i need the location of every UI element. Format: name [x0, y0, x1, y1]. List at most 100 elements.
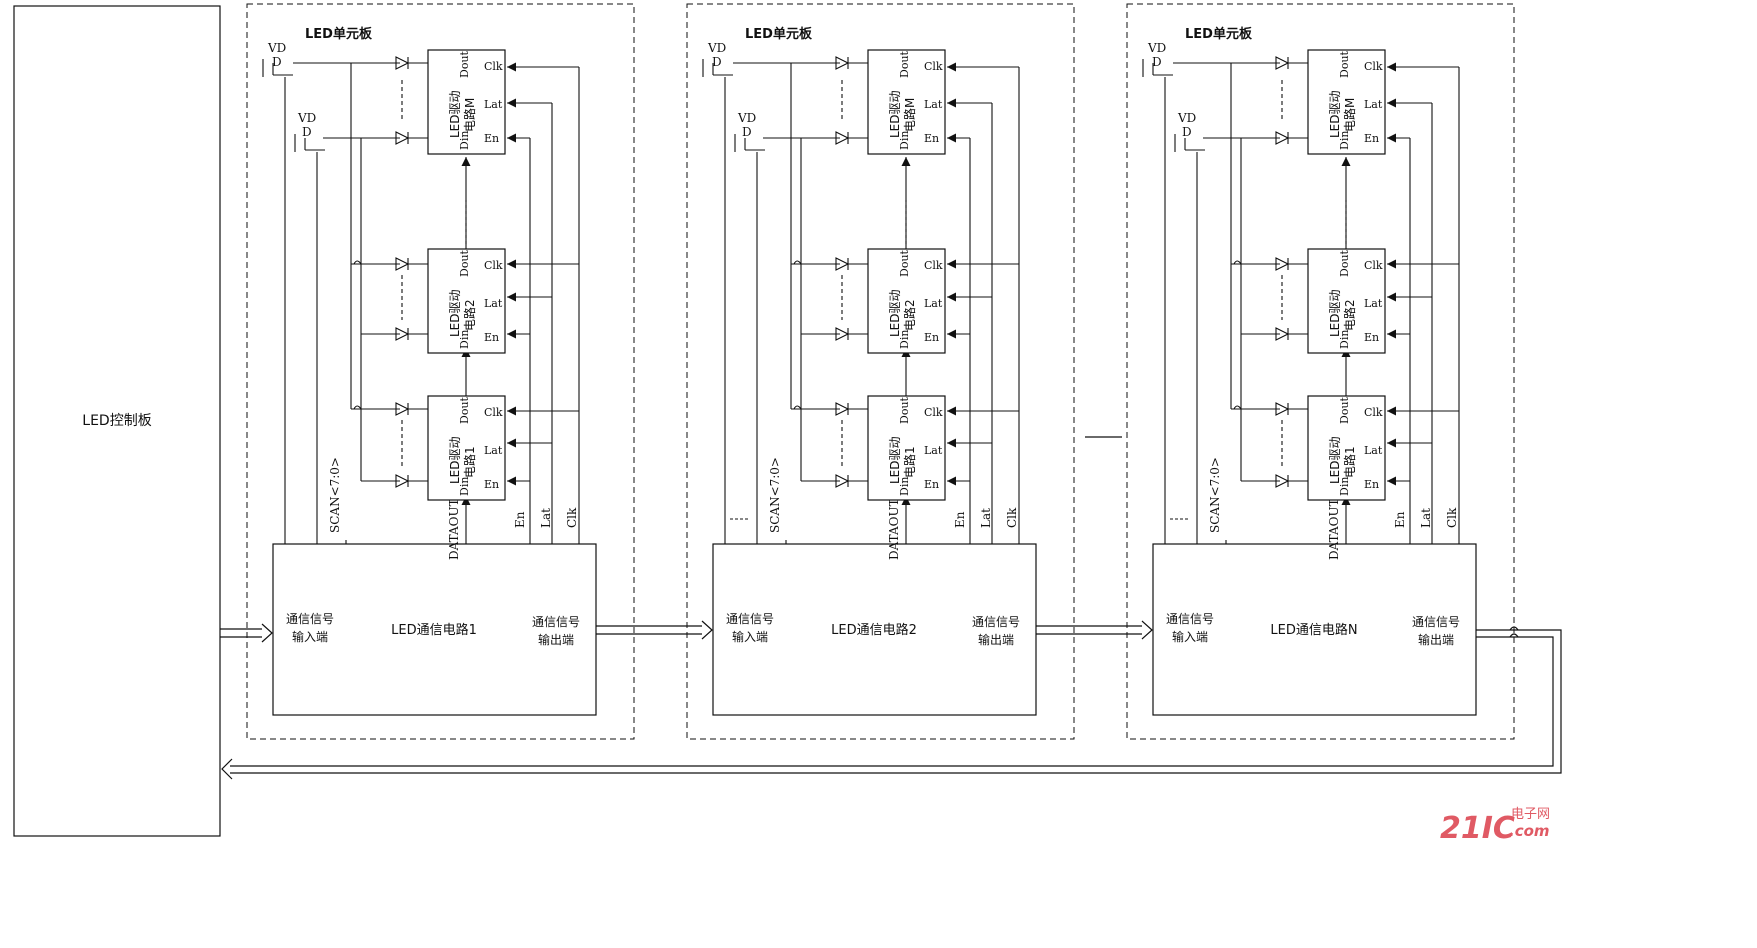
pin-clk: Clk	[1364, 259, 1383, 272]
pin-dout: Dout	[898, 50, 911, 78]
pin-din: Din	[458, 330, 471, 349]
driver-label: LED驱动	[1328, 289, 1342, 337]
pin-en: En	[924, 331, 939, 344]
unit-board-outline	[686, 3, 1075, 740]
signal-en-label: En	[953, 511, 967, 528]
pin-din: Din	[458, 477, 471, 496]
pin-din: Din	[898, 330, 911, 349]
pin-dout: Dout	[458, 50, 471, 78]
comm-circuit-label: LED通信电路2	[831, 622, 917, 638]
comm-output-label: 通信信号	[1412, 615, 1460, 629]
comm-input-label: 输入端	[292, 629, 328, 644]
pin-dout: Dout	[1338, 396, 1351, 424]
bus-control-to-board1	[220, 628, 262, 638]
driver-label: LED驱动	[448, 436, 462, 484]
comm-output-label: 通信信号	[532, 615, 580, 629]
driver-label: 电路1	[902, 446, 917, 478]
vdd-label: VD	[267, 41, 286, 55]
comm-circuit-label: LED通信电路1	[391, 622, 477, 638]
comm-output-label: 输出端	[978, 632, 1014, 647]
comm-circuit-label: LED通信电路N	[1270, 622, 1357, 638]
vdd-label: D	[742, 125, 752, 139]
vdd-label: D	[1182, 125, 1192, 139]
pin-lat: Lat	[1364, 444, 1383, 457]
pin-dout: Dout	[1338, 50, 1351, 78]
pin-lat: Lat	[484, 98, 503, 111]
driver-label: 电路2	[1342, 299, 1357, 331]
unit-board-outline	[1126, 3, 1515, 740]
pin-clk: Clk	[484, 259, 503, 272]
pin-din: Din	[458, 131, 471, 150]
pin-clk: Clk	[1364, 60, 1383, 73]
pin-lat: Lat	[924, 98, 943, 111]
vdd-label: VD	[707, 41, 726, 55]
pin-en: En	[924, 478, 939, 491]
bus-board2-to-boardN	[1036, 625, 1142, 635]
return-bus-outer	[230, 629, 1562, 774]
scan-bus-label: SCAN<7:0>	[1208, 457, 1222, 533]
comm-input-label: 输入端	[732, 629, 768, 644]
dataout-label: DATAOUT	[887, 498, 901, 560]
vdd-label: D	[272, 55, 282, 69]
communication-buses	[220, 436, 1562, 780]
dataout-label: DATAOUT	[447, 498, 461, 560]
vdd-label: VD	[1147, 41, 1166, 55]
comm-circuit-block	[272, 543, 597, 716]
vdd-label: VD	[737, 111, 756, 125]
unit-board-outline	[246, 3, 635, 740]
driver-label: LED驱动	[888, 436, 902, 484]
comm-output-label: 输出端	[538, 632, 574, 647]
signal-en-label: En	[1393, 511, 1407, 528]
signal-lat-label: Lat	[979, 508, 993, 528]
driver-label: 电路1	[462, 446, 477, 478]
svg-text:电子网: 电子网	[1511, 807, 1550, 822]
signal-lat-label: Lat	[539, 508, 553, 528]
unit-board-label: LED单元板	[745, 26, 813, 42]
driver-label: LED驱动	[448, 289, 462, 337]
comm-input-label: 输入端	[1172, 629, 1208, 644]
pin-din: Din	[898, 131, 911, 150]
svg-text:.com: .com	[1509, 822, 1550, 840]
control-board-label: LED控制板	[82, 413, 151, 429]
pin-clk: Clk	[1364, 406, 1383, 419]
pin-lat: Lat	[1364, 297, 1383, 310]
comm-input-label: 通信信号	[726, 612, 774, 626]
pin-en: En	[484, 132, 499, 145]
pin-clk: Clk	[924, 259, 943, 272]
vdd-label: VD	[1177, 111, 1196, 125]
signal-lat-label: Lat	[1419, 508, 1433, 528]
unit-board-label: LED单元板	[305, 26, 373, 42]
driver-label: LED驱动	[1328, 436, 1342, 484]
driver-label: 电路2	[902, 299, 917, 331]
unit-board-label: LED单元板	[1185, 26, 1253, 42]
driver-label: LED驱动	[448, 90, 462, 138]
signal-clk-label: Clk	[565, 507, 579, 528]
led-control-board: LED控制板	[13, 5, 221, 837]
pin-clk: Clk	[484, 406, 503, 419]
driver-label: 电路M	[1342, 98, 1357, 132]
pin-clk: Clk	[924, 60, 943, 73]
comm-output-label: 输出端	[1418, 632, 1454, 647]
pin-en: En	[1364, 132, 1379, 145]
pin-clk: Clk	[924, 406, 943, 419]
pin-dout: Dout	[458, 396, 471, 424]
vdd-label: D	[302, 125, 312, 139]
driver-label: 电路2	[462, 299, 477, 331]
pin-dout: Dout	[1338, 249, 1351, 277]
pin-lat: Lat	[1364, 98, 1383, 111]
bus-board1-to-board2	[596, 625, 702, 635]
pin-din: Din	[1338, 477, 1351, 496]
